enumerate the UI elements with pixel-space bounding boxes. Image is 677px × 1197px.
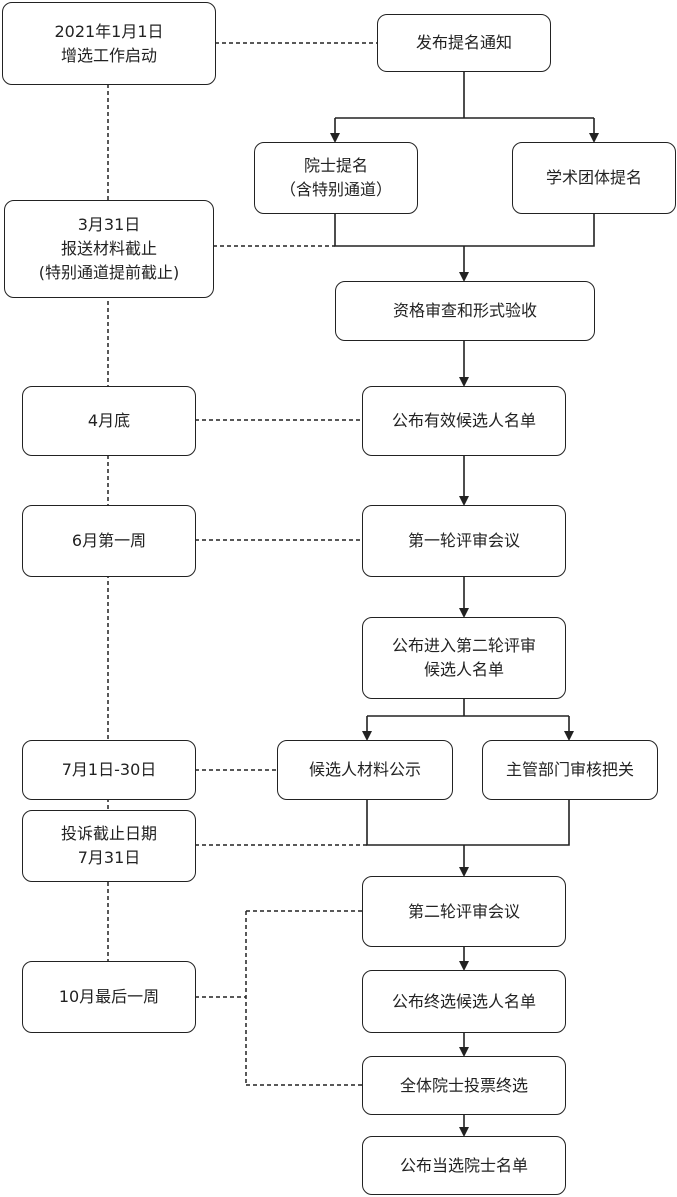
step-label: 公布终选候选人名单 [391,991,536,1011]
step-second-round-review: 第二轮评审会议 [362,876,566,947]
timeline-start: 2021年1月1日 增选工作启动 [2,2,216,85]
step-final-candidates: 公布终选候选人名单 [362,970,566,1033]
step-label: 学术团体提名 [545,168,642,187]
step-publish-notice: 发布提名通知 [377,14,551,72]
step-valid-candidates: 公布有效候选人名单 [362,386,566,456]
step-label: 公布有效候选人名单 [391,411,536,430]
step-label: 全体院士投票终选 [399,1075,528,1095]
date-label: 4月底 [87,411,131,430]
timeline-material-deadline: 3月31日 报送材料截止 (特别通道提前截止) [4,200,214,298]
note-label: (特别通道提前截止) [38,263,180,282]
timeline-july: 7月1日-30日 [22,740,196,800]
step-candidate-publicity: 候选人材料公示 [277,740,453,800]
step-label: 第一轮评审会议 [407,531,520,550]
step-label: 资格审查和形式验收 [392,301,537,320]
timeline-june-week1: 6月第一周 [22,505,196,577]
step-label: 候选人名单 [423,660,504,679]
step-label: 主管部门审核把关 [505,760,634,779]
date-label: 10月最后一周 [58,987,160,1006]
date-label: 3月31日 [77,215,141,234]
step-label: 公布当选院士名单 [399,1155,528,1175]
step-authority-review: 主管部门审核把关 [482,740,658,800]
event-label: 投诉截止日期 [60,824,157,843]
step-academician-nomination: 院士提名 （含特别通道） [254,142,418,214]
step-first-round-review: 第一轮评审会议 [362,505,566,577]
flow-arrows [330,71,599,1137]
timeline-complaint-deadline: 投诉截止日期 7月31日 [22,810,196,882]
step-label: 发布提名通知 [415,33,512,52]
step-society-nomination: 学术团体提名 [512,142,676,214]
date-label: 2021年1月1日 [54,21,164,41]
date-label: 7月1日-30日 [61,760,157,779]
step-label: 候选人材料公示 [308,760,421,779]
step-label: 公布进入第二轮评审 [391,636,536,655]
step-publish-elected: 公布当选院士名单 [362,1136,566,1195]
step-label: 院士提名 [303,156,368,175]
step-second-round-list: 公布进入第二轮评审 候选人名单 [362,617,566,699]
date-label: 7月31日 [77,848,141,867]
step-final-vote: 全体院士投票终选 [362,1056,566,1115]
step-note: （含特别通道） [279,180,392,199]
timeline-october-last-week: 10月最后一周 [22,961,196,1033]
timeline-end-april: 4月底 [22,386,196,456]
step-qualification-review: 资格审查和形式验收 [335,281,595,341]
date-label: 6月第一周 [71,531,147,550]
step-label: 第二轮评审会议 [407,901,520,921]
event-label: 报送材料截止 [60,239,157,258]
event-label: 增选工作启动 [60,45,157,65]
